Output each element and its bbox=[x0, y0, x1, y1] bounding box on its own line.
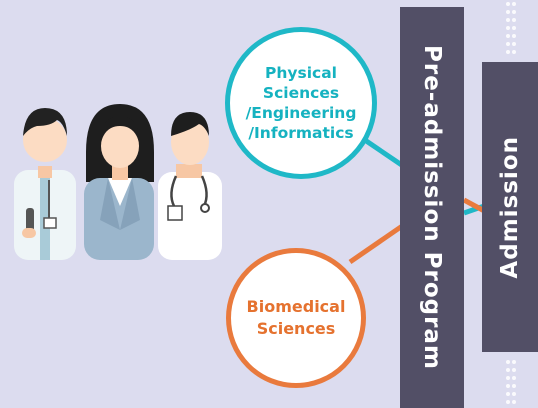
guide-dot bbox=[506, 50, 510, 54]
physical-line-3: /Informatics bbox=[248, 124, 354, 142]
guide-dot bbox=[506, 400, 510, 404]
guide-dot bbox=[512, 400, 516, 404]
guide-dot bbox=[506, 384, 510, 388]
dotted-guide-bottom bbox=[504, 358, 518, 408]
guide-dot bbox=[506, 26, 510, 30]
guide-dot bbox=[512, 376, 516, 380]
physical-sciences-circle: Physical Sciences /Engineering /Informat… bbox=[225, 27, 377, 179]
connector-biomedical bbox=[348, 219, 410, 265]
guide-dot bbox=[506, 368, 510, 372]
biomedical-sciences-circle: Biomedical Sciences bbox=[226, 248, 366, 388]
guide-dot bbox=[506, 42, 510, 46]
guide-dot bbox=[512, 26, 516, 30]
guide-dot bbox=[512, 34, 516, 38]
doctor-icon bbox=[158, 112, 222, 260]
guide-dot bbox=[512, 360, 516, 364]
admission-bar: Admission bbox=[482, 62, 538, 352]
guide-dot bbox=[512, 2, 516, 6]
guide-dot bbox=[512, 384, 516, 388]
physical-line-2: /Engineering bbox=[245, 104, 357, 122]
guide-dot bbox=[512, 368, 516, 372]
guide-dot bbox=[506, 10, 510, 14]
guide-dot bbox=[512, 50, 516, 54]
pre-admission-label: Pre-admission Program bbox=[419, 45, 445, 370]
guide-dot bbox=[512, 42, 516, 46]
physical-line-1: Physical Sciences bbox=[262, 64, 340, 102]
guide-dot bbox=[506, 2, 510, 6]
guide-dot bbox=[512, 392, 516, 396]
guide-dot bbox=[506, 34, 510, 38]
guide-dot bbox=[512, 18, 516, 22]
pre-admission-bar: Pre-admission Program bbox=[400, 7, 464, 408]
guide-dot bbox=[506, 392, 510, 396]
biomedical-line-2: Sciences bbox=[256, 319, 336, 338]
businesswoman-icon bbox=[84, 104, 154, 260]
guide-dot bbox=[506, 360, 510, 364]
guide-dot bbox=[512, 10, 516, 14]
dotted-guide-top bbox=[504, 0, 518, 60]
scientist-icon bbox=[14, 108, 76, 260]
biomedical-line-1: Biomedical bbox=[246, 297, 346, 316]
guide-dot bbox=[506, 18, 510, 22]
guide-dot bbox=[506, 376, 510, 380]
